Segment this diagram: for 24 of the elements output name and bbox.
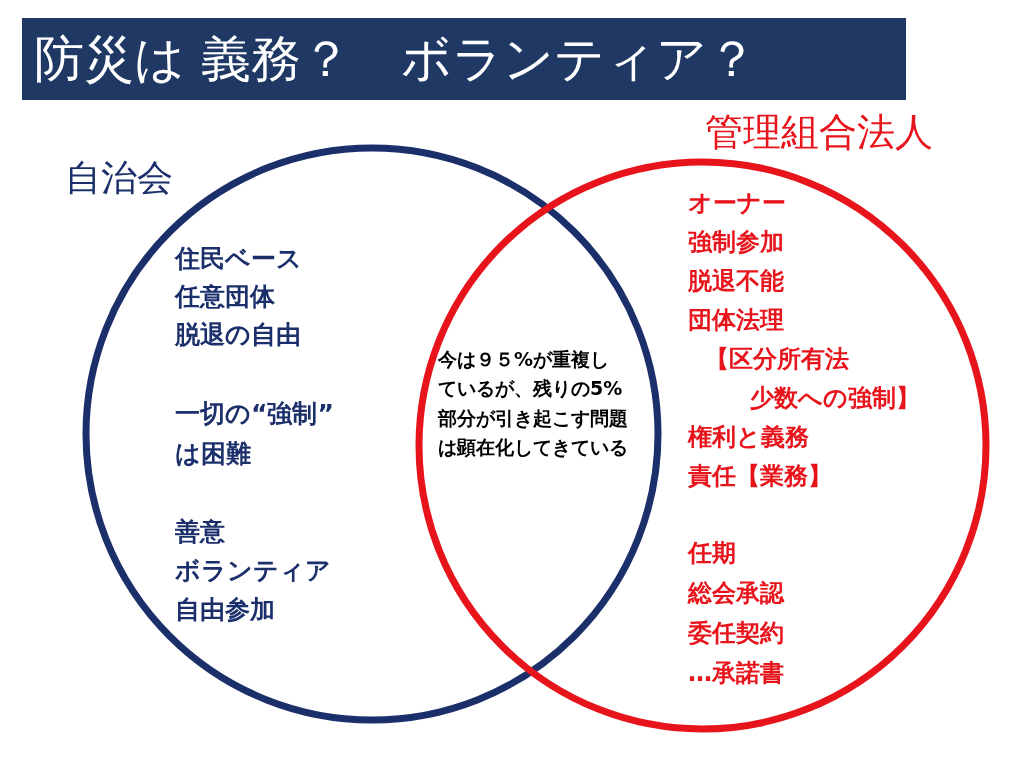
list-item: 総会承認 [688,580,784,607]
overlap-note: 今は９５%が重複しているが、残りの5%部分が引き起こす問題は顕在化してきている [438,347,628,461]
list-item: …承諾書 [688,660,784,687]
list-item: オーナー [688,190,786,217]
list-item: 住民ベース [175,245,302,273]
title-banner: 防災は 義務？ ボランティア？ [22,18,906,100]
list-item: 団体法理 [688,307,784,334]
list-item: 【区分所有法 [705,346,849,373]
list-item: 強制参加 [688,229,784,256]
list-item: 責任【業務】 [688,463,832,490]
list-item: 脱退不能 [688,268,784,295]
group-heading: 管理組合法人 [705,112,933,154]
list-item: 善意 [175,518,225,546]
list-item: 少数への強制】 [750,385,920,412]
list-item: 権利と義務 [688,424,809,451]
group-heading: 自治会 [65,158,173,198]
list-item: 自由参加 [175,596,275,624]
list-item: 脱退の自由 [175,321,301,349]
list-item: 委任契約 [688,620,784,647]
list-item: ボランティア [175,557,331,585]
list-item: 任期 [688,540,736,567]
list-item: は困難 [175,440,251,468]
list-item: 任意団体 [175,283,275,311]
list-item: 一切の“強制” [175,400,334,428]
